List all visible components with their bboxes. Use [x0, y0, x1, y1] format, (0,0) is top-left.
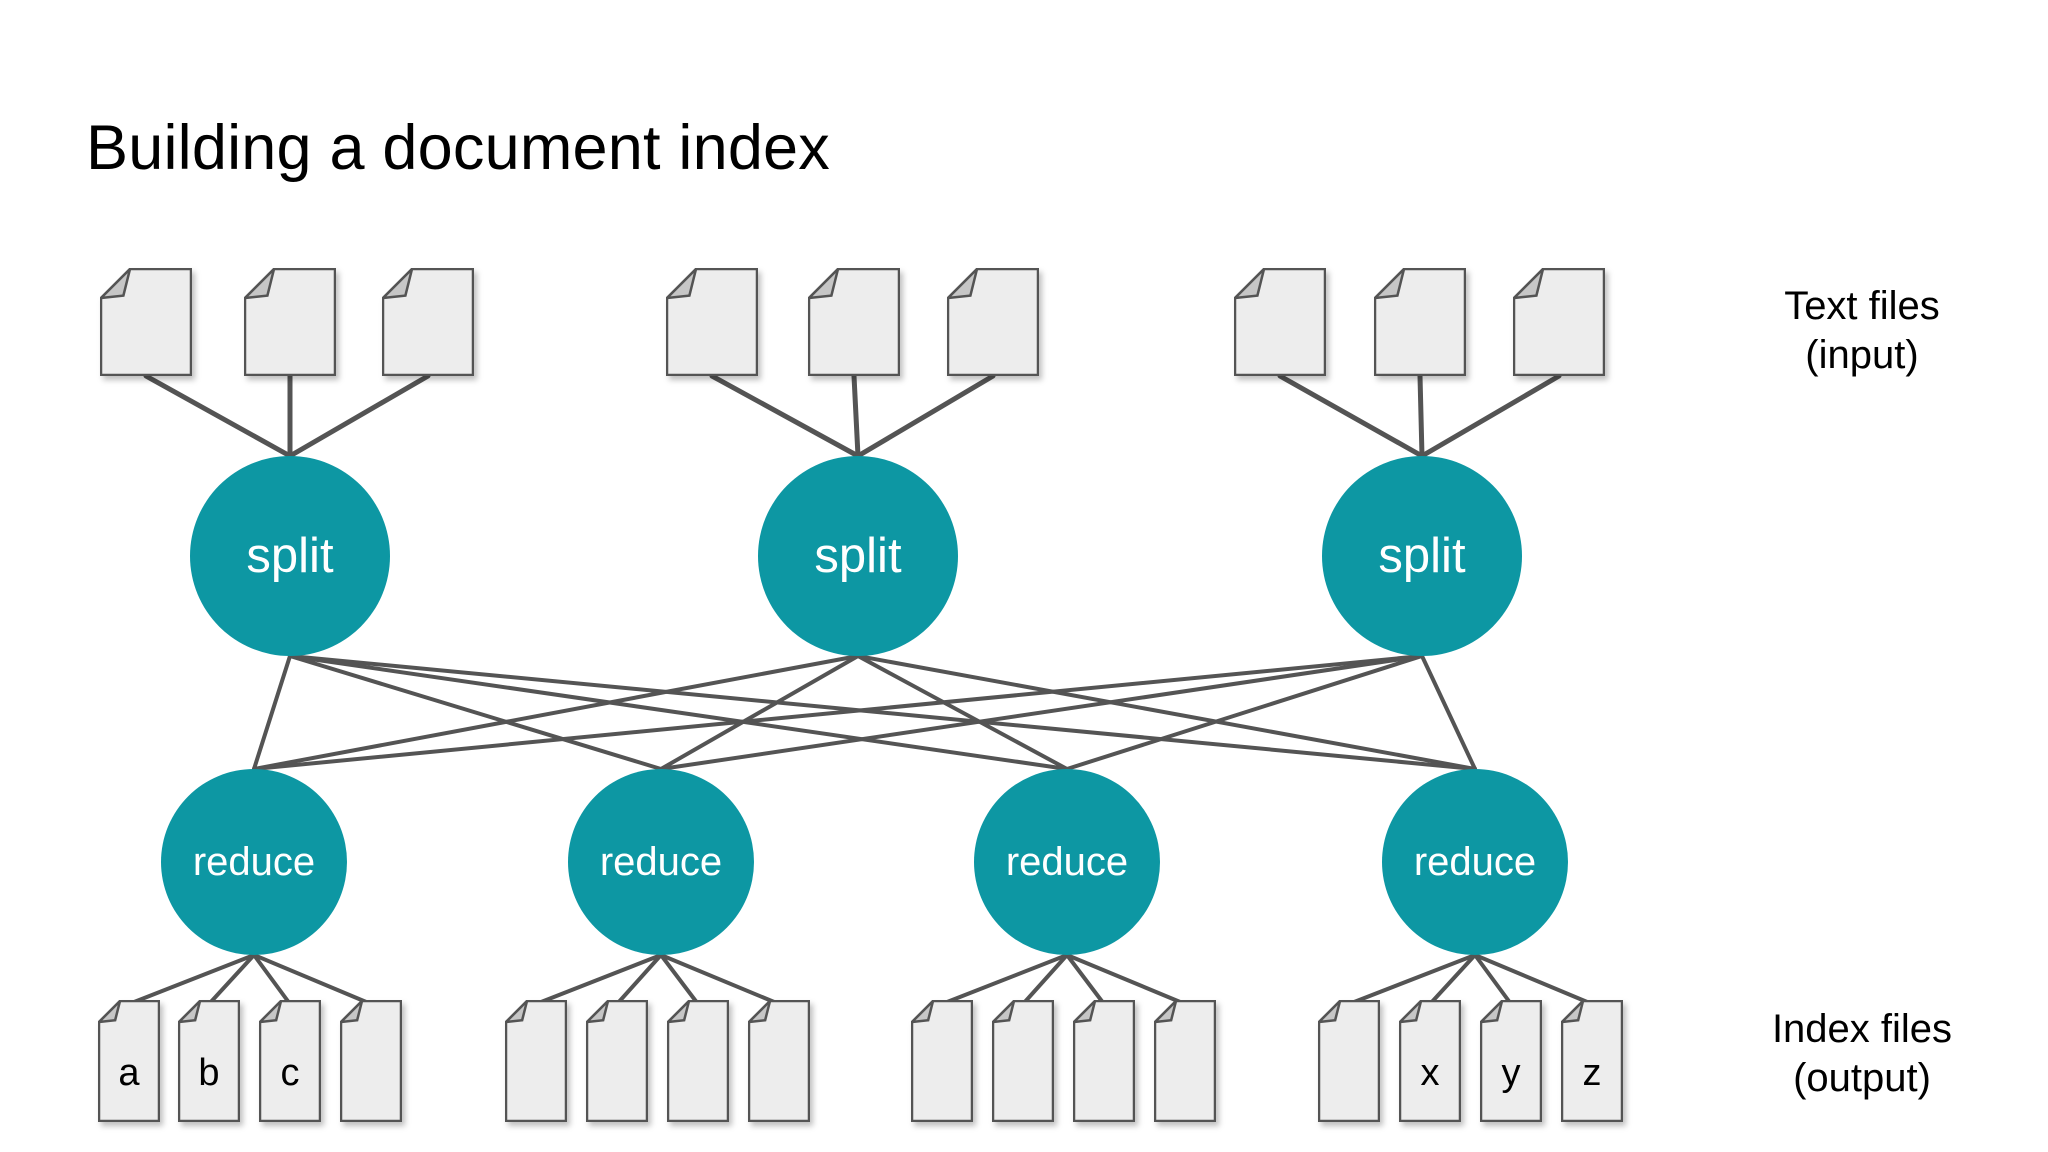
input-file-icon — [1513, 268, 1605, 376]
edge-split-to-reduce — [288, 654, 1477, 771]
output-file-icon: y — [1480, 1000, 1542, 1122]
edge-reduce-to-file — [534, 953, 663, 1006]
split-node[interactable]: split — [190, 456, 390, 656]
edge-reduce-to-file — [1021, 953, 1069, 1006]
legend-output-files: Index files (output) — [1712, 1005, 2012, 1103]
node-label: reduce — [1413, 840, 1537, 884]
edge-file-to-split — [1277, 373, 1425, 459]
edge-reduce-to-file — [1347, 953, 1477, 1006]
output-file-icon: x — [1399, 1000, 1461, 1122]
output-file-icon — [1154, 1000, 1216, 1122]
edge-reduce-to-file — [659, 953, 700, 1006]
input-file-icon — [100, 268, 192, 376]
output-file-icon — [340, 1000, 402, 1122]
file-letter: x — [1420, 1051, 1440, 1094]
edge-file-to-split — [709, 373, 861, 459]
edge-reduce-to-file — [207, 953, 256, 1006]
node-label: reduce — [192, 840, 316, 884]
file-letter: b — [198, 1051, 220, 1094]
reduce-node[interactable]: reduce — [974, 769, 1160, 955]
edge-split-to-reduce — [252, 654, 860, 771]
split-node[interactable]: split — [758, 456, 958, 656]
input-file-icon — [947, 268, 1039, 376]
edge-split-to-reduce — [659, 654, 860, 771]
output-file-icon — [992, 1000, 1054, 1122]
output-file-icon — [667, 1000, 729, 1122]
edge-reduce-to-file — [615, 953, 663, 1006]
node-label: reduce — [1005, 840, 1129, 884]
input-file-icon — [244, 268, 336, 376]
output-file-icon: a — [98, 1000, 160, 1122]
legend-input-files: Text files (input) — [1712, 282, 2012, 380]
edge-file-to-split — [855, 373, 996, 459]
edge-split-to-reduce — [252, 654, 1424, 771]
edge-reduce-to-file — [252, 953, 373, 1006]
output-file-icon: z — [1561, 1000, 1623, 1122]
edge-split-to-reduce — [856, 654, 1477, 771]
output-file-icon — [505, 1000, 567, 1122]
reduce-node[interactable]: reduce — [1382, 769, 1568, 955]
output-file-icon — [1318, 1000, 1380, 1122]
edge-split-to-reduce — [1065, 654, 1424, 771]
edge-split-to-reduce — [252, 654, 292, 771]
edge-file-to-split — [851, 373, 861, 459]
legend-output-line1: Index files — [1771, 1007, 1953, 1051]
input-file-icon — [808, 268, 900, 376]
edge-split-to-reduce — [856, 654, 1069, 771]
edge-split-to-reduce — [659, 654, 1424, 771]
edge-reduce-to-file — [127, 953, 256, 1006]
input-file-icon — [382, 268, 474, 376]
edge-reduce-to-file — [1473, 953, 1594, 1006]
edge-reduce-to-file — [1065, 953, 1106, 1006]
reduce-node[interactable]: reduce — [568, 769, 754, 955]
split-node[interactable]: split — [1322, 456, 1522, 656]
edge-reduce-to-file — [252, 953, 292, 1006]
edge-split-to-reduce — [288, 654, 663, 771]
edge-file-to-split — [287, 373, 431, 459]
edge-reduce-to-file — [659, 953, 781, 1006]
file-letter: y — [1501, 1051, 1521, 1094]
edge-split-to-reduce — [288, 654, 1069, 771]
output-file-icon: b — [178, 1000, 240, 1122]
edge-reduce-to-file — [940, 953, 1069, 1006]
edge-reduce-to-file — [1473, 953, 1513, 1006]
edge-reduce-to-file — [1065, 953, 1187, 1006]
input-file-icon — [1374, 268, 1466, 376]
node-label: split — [1378, 528, 1466, 583]
file-letter: z — [1582, 1051, 1602, 1094]
node-label: split — [814, 528, 902, 583]
output-file-icon — [748, 1000, 810, 1122]
output-file-icon — [911, 1000, 973, 1122]
node-label: split — [246, 528, 334, 583]
file-letter: c — [280, 1051, 300, 1094]
input-file-icon — [666, 268, 758, 376]
edge-file-to-split — [1417, 373, 1425, 459]
output-file-icon — [1073, 1000, 1135, 1122]
file-letter: a — [118, 1051, 140, 1094]
page-title: Building a document index — [86, 113, 830, 183]
edge-reduce-to-file — [1428, 953, 1477, 1006]
reduce-node[interactable]: reduce — [161, 769, 347, 955]
edge-file-to-split — [143, 373, 293, 459]
input-file-icon — [1234, 268, 1326, 376]
legend-output-line2: (output) — [1793, 1055, 1931, 1100]
node-label: reduce — [599, 840, 723, 884]
output-file-icon: c — [259, 1000, 321, 1122]
edge-file-to-split — [1419, 373, 1562, 459]
output-file-icon — [586, 1000, 648, 1122]
legend-input-line2: (input) — [1805, 332, 1919, 377]
legend-input-line1: Text files — [1784, 284, 1940, 328]
edge-split-to-reduce — [1420, 654, 1477, 771]
